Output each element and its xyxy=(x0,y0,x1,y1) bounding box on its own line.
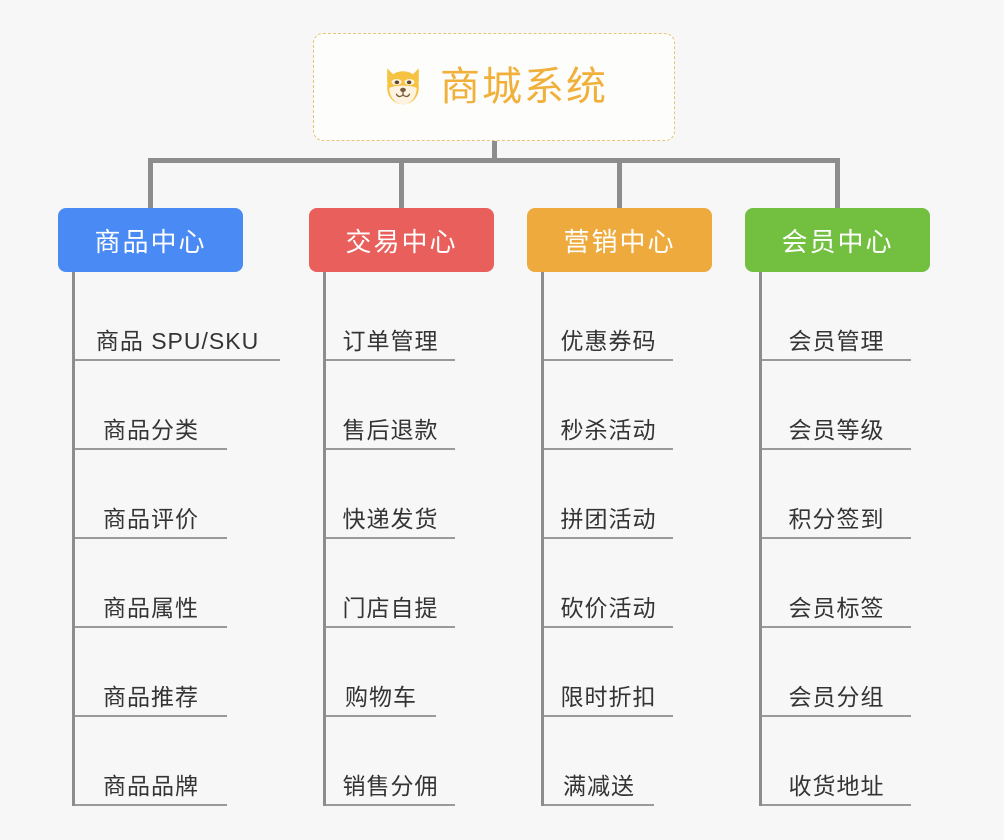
category-header-1[interactable]: 商品中心 xyxy=(58,208,243,272)
connector-root-stem xyxy=(492,141,497,162)
leaf-label: 会员管理 xyxy=(788,327,885,354)
leaf-label: 会员标签 xyxy=(788,594,885,621)
leaf-column-4: 会员管理 会员等级 积分签到 会员标签 会员分组 收货地址 xyxy=(759,272,911,806)
leaf-label: 会员等级 xyxy=(788,416,885,443)
leaf-label: 商品属性 xyxy=(103,594,199,621)
leaf-label: 优惠券码 xyxy=(560,327,657,354)
leaf-label: 会员分组 xyxy=(788,683,885,710)
leaf-item[interactable]: 商品推荐 xyxy=(75,628,227,717)
leaf-item[interactable]: 收货地址 xyxy=(762,717,911,806)
leaf-label: 积分签到 xyxy=(788,505,885,532)
category-header-1-label: 商品中心 xyxy=(94,226,207,257)
leaf-label: 商品推荐 xyxy=(103,683,199,710)
category-header-4[interactable]: 会员中心 xyxy=(745,208,930,272)
leaf-label: 快递发货 xyxy=(342,505,439,532)
leaf-label: 拼团活动 xyxy=(560,505,657,532)
leaf-item[interactable]: 购物车 xyxy=(326,628,436,717)
leaf-item[interactable]: 满减送 xyxy=(544,717,654,806)
leaf-item[interactable]: 会员分组 xyxy=(762,628,911,717)
connector-drop-2 xyxy=(399,158,404,210)
leaf-item[interactable]: 优惠券码 xyxy=(544,272,673,361)
leaf-label: 满减送 xyxy=(563,772,635,799)
leaf-item[interactable]: 限时折扣 xyxy=(544,628,673,717)
leaf-label: 砍价活动 xyxy=(560,594,657,621)
leaf-label: 商品 SPU/SKU xyxy=(95,327,260,354)
leaf-item[interactable]: 积分签到 xyxy=(762,450,911,539)
category-header-2[interactable]: 交易中心 xyxy=(309,208,494,272)
leaf-label: 限时折扣 xyxy=(560,683,657,710)
leaf-item[interactable]: 商品 SPU/SKU xyxy=(75,272,280,361)
leaf-item[interactable]: 拼团活动 xyxy=(544,450,673,539)
connector-drop-1 xyxy=(148,158,153,210)
leaf-item[interactable]: 会员管理 xyxy=(762,272,911,361)
leaf-item[interactable]: 秒杀活动 xyxy=(544,361,673,450)
shiba-dog-icon xyxy=(387,68,419,105)
root-title: 商城系统 xyxy=(440,65,608,109)
connector-drop-3 xyxy=(617,158,622,210)
leaf-item[interactable]: 快递发货 xyxy=(326,450,455,539)
leaf-item[interactable]: 售后退款 xyxy=(326,361,455,450)
leaf-label: 售后退款 xyxy=(342,416,439,443)
leaf-column-2: 订单管理 售后退款 快递发货 门店自提 购物车 销售分佣 xyxy=(323,272,455,806)
leaf-label: 门店自提 xyxy=(342,594,439,621)
leaf-item[interactable]: 商品分类 xyxy=(75,361,227,450)
leaf-item[interactable]: 商品评价 xyxy=(75,450,227,539)
category-header-3[interactable]: 营销中心 xyxy=(527,208,712,272)
leaf-label: 商品品牌 xyxy=(103,772,199,799)
leaf-item[interactable]: 商品属性 xyxy=(75,539,227,628)
leaf-item[interactable]: 砍价活动 xyxy=(544,539,673,628)
leaf-item[interactable]: 销售分佣 xyxy=(326,717,455,806)
leaf-column-1: 商品 SPU/SKU 商品分类 商品评价 商品属性 商品推荐 商品品牌 xyxy=(72,272,280,806)
leaf-label: 收货地址 xyxy=(788,772,885,799)
leaf-item[interactable]: 会员标签 xyxy=(762,539,911,628)
leaf-column-3: 优惠券码 秒杀活动 拼团活动 砍价活动 限时折扣 满减送 xyxy=(541,272,673,806)
category-header-2-label: 交易中心 xyxy=(345,226,458,257)
category-header-4-label: 会员中心 xyxy=(781,226,894,257)
leaf-label: 商品评价 xyxy=(103,505,199,532)
root-node[interactable]: 商城系统 xyxy=(313,33,675,141)
leaf-item[interactable]: 商品品牌 xyxy=(75,717,227,806)
leaf-item[interactable]: 门店自提 xyxy=(326,539,455,628)
category-header-3-label: 营销中心 xyxy=(563,226,676,257)
leaf-label: 商品分类 xyxy=(103,416,199,443)
connector-horizontal-bus xyxy=(148,158,840,163)
leaf-label: 秒杀活动 xyxy=(560,416,657,443)
leaf-label: 订单管理 xyxy=(342,327,439,354)
leaf-item[interactable]: 会员等级 xyxy=(762,361,911,450)
leaf-label: 购物车 xyxy=(345,683,417,710)
connector-drop-4 xyxy=(835,158,840,210)
leaf-label: 销售分佣 xyxy=(342,772,439,799)
leaf-item[interactable]: 订单管理 xyxy=(326,272,455,361)
